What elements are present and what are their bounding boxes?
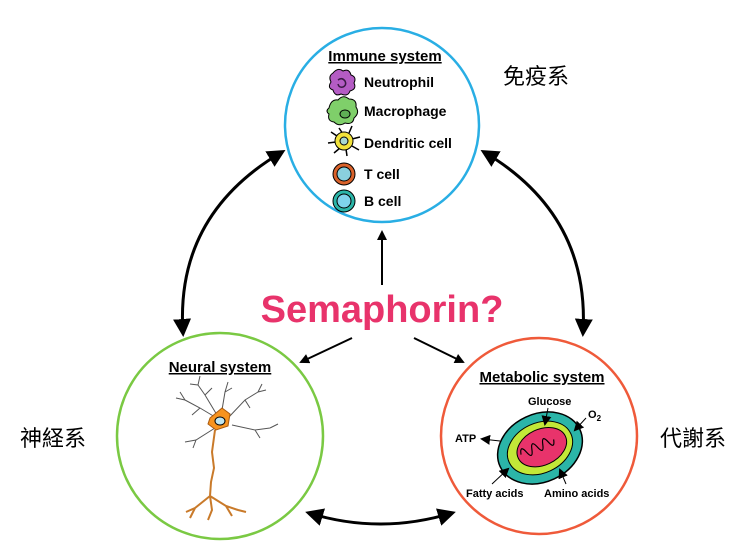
center-to-metabolic-arrow — [413, 337, 465, 363]
dendritic-cell-label: Dendritic cell — [364, 135, 452, 151]
atp-arrow — [480, 434, 501, 445]
b-cell-label: B cell — [364, 193, 401, 209]
mitochondrion-icon — [496, 411, 584, 485]
amino-acids-arrow — [558, 468, 568, 485]
o2-label: O2 — [588, 409, 602, 423]
glucose-label: Glucose — [528, 396, 571, 408]
metabolic-jp-label: 代謝系 — [660, 427, 726, 452]
neural-system-title: Neural system — [169, 359, 272, 376]
neural-metabolic-arrow — [305, 508, 456, 526]
dendritic-cell-icon — [327, 125, 361, 157]
neural-jp-label: 神経系 — [20, 427, 86, 452]
o2-arrow — [573, 417, 587, 432]
neuron-icon — [175, 375, 279, 521]
immune-system-title: Immune system — [328, 48, 441, 65]
fatty-acids-arrow — [491, 467, 510, 485]
immune-jp-label: 免疫系 — [503, 65, 569, 90]
immune-neural-arrow — [173, 149, 286, 337]
t-cell-icon — [332, 162, 356, 186]
t-cell-label: T cell — [364, 166, 400, 182]
macrophage-icon — [326, 96, 359, 126]
amino-acids-label: Amino acids — [544, 488, 609, 500]
neutrophil-icon — [328, 68, 356, 96]
fatty-acids-label: Fatty acids — [466, 488, 523, 500]
glucose-arrow — [541, 407, 552, 426]
metabolic-system-title: Metabolic system — [479, 369, 604, 386]
semaphorin-label: Semaphorin? — [261, 289, 504, 331]
immune-metabolic-arrow — [480, 149, 593, 337]
center-to-neural-arrow — [299, 337, 353, 364]
neutrophil-label: Neutrophil — [364, 74, 434, 90]
atp-label: ATP — [455, 433, 476, 445]
b-cell-icon — [332, 189, 356, 213]
macrophage-label: Macrophage — [364, 103, 447, 119]
